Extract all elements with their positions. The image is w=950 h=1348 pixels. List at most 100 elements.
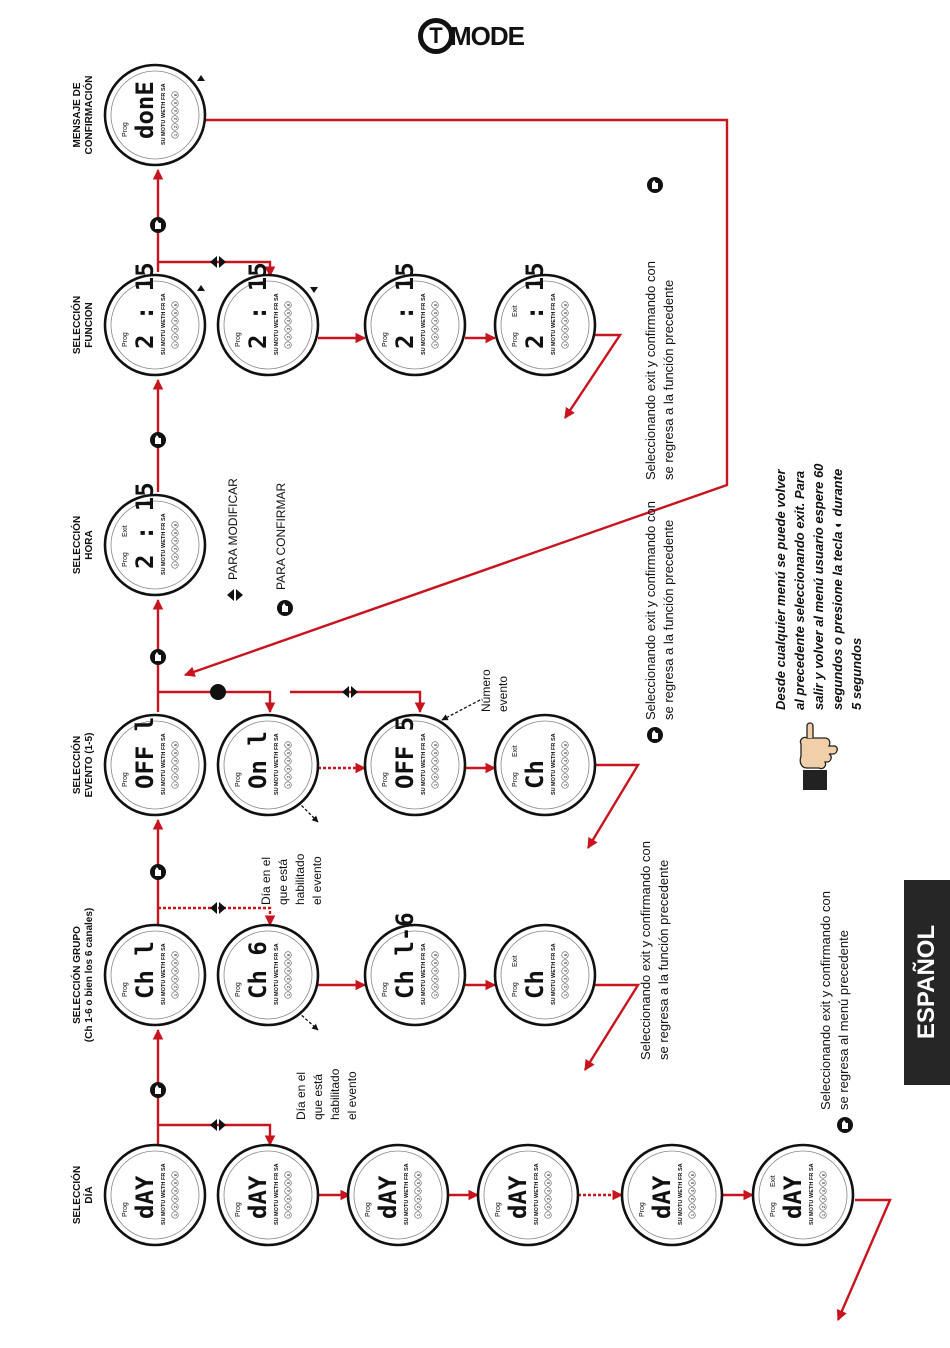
channel-number: 6 xyxy=(173,93,178,96)
channel-number: 5 xyxy=(563,961,568,964)
prog-label: Prog xyxy=(122,332,129,347)
return-arrow-grupo xyxy=(583,983,641,1071)
column-header-line2: CONFIRMACIÓN xyxy=(82,76,95,155)
dia-habilitado-note-2-line: habilitado xyxy=(293,853,307,905)
channel-ring xyxy=(171,749,179,757)
day-label: TH xyxy=(551,752,557,759)
channel-ring xyxy=(431,741,439,749)
prog-label: Prog xyxy=(365,1202,372,1217)
return-arrow-evento xyxy=(586,763,641,849)
exit-funcion-evento-note-line: Seleccionando exit y confirmando con xyxy=(643,501,658,720)
channel-ring xyxy=(171,131,179,139)
arrow-left xyxy=(210,902,217,914)
arrow-left xyxy=(210,1119,217,1131)
prog-label: Prog xyxy=(382,982,389,997)
day-label: FR xyxy=(161,1173,167,1180)
day-label: TH xyxy=(161,962,167,969)
channel-number: 2 xyxy=(173,985,178,988)
channel-number: 5 xyxy=(286,1181,291,1184)
channel-ring xyxy=(171,975,179,983)
display-readout: Ch l-6 xyxy=(391,912,419,999)
pointing-hand-icon xyxy=(799,722,838,790)
channel-number: 4 xyxy=(433,969,438,972)
day-label: MO xyxy=(421,776,427,786)
prog-label: Prog xyxy=(639,1202,646,1217)
display-bezel xyxy=(363,273,467,377)
day-label: SU xyxy=(678,1217,684,1225)
display-bezel xyxy=(216,1143,320,1247)
day-label: SU xyxy=(274,997,280,1005)
day-label: MO xyxy=(404,1206,410,1216)
up-down-arrows-icon xyxy=(227,589,243,601)
display-readout: dAY xyxy=(244,1175,272,1219)
display-readout: On l xyxy=(244,731,272,789)
channel-number: 5 xyxy=(821,1181,826,1184)
display-inner-ring xyxy=(223,1150,313,1240)
column-header-grupo: SELECCIÓN GRUPO(Ch 1-6 o bien los 6 cana… xyxy=(70,908,95,1042)
prog-label: Prog xyxy=(495,1202,502,1217)
display-readout: OFF 5 xyxy=(391,717,419,789)
channel-ring xyxy=(688,1211,696,1219)
channel-number: 1 xyxy=(173,343,178,346)
exit-instructions-line: salir y volver al menú usuario espere 60 xyxy=(811,463,826,710)
channel-number: 3 xyxy=(173,327,178,330)
channel-ring xyxy=(171,991,179,999)
day-label: FR xyxy=(678,1173,684,1180)
day-label: FR xyxy=(161,953,167,960)
day-label: MO xyxy=(809,1206,815,1216)
channel-ring xyxy=(284,991,292,999)
up-down-arrows-icon xyxy=(210,902,226,914)
day-label: FR xyxy=(421,743,427,750)
channel-ring xyxy=(171,115,179,123)
channel-number: 4 xyxy=(173,319,178,322)
channel-number: 1 xyxy=(821,1213,826,1216)
arrow-right xyxy=(219,1119,226,1131)
channel-ring xyxy=(819,1203,827,1211)
channel-number: 6 xyxy=(433,953,438,956)
channel-number: 1 xyxy=(563,993,568,996)
para-modificar-label: PARA MODIFICAR xyxy=(226,478,240,580)
display-inner-ring xyxy=(370,930,460,1020)
channel-ring xyxy=(284,951,292,959)
channel-number: 2 xyxy=(563,335,568,338)
channel-ring xyxy=(561,317,569,325)
day-label: SA xyxy=(161,513,167,521)
day-label: SA xyxy=(404,1163,410,1171)
exit-instructions-line: Desde cualquier menú se puede volver xyxy=(773,468,788,710)
channel-number: 5 xyxy=(416,1181,421,1184)
channel-number: 3 xyxy=(433,767,438,770)
day-label: FR xyxy=(551,743,557,750)
channel-number: 3 xyxy=(286,1197,291,1200)
up-down-arrows-icon xyxy=(197,75,205,81)
display-bezel xyxy=(103,273,207,377)
channel-ring xyxy=(561,765,569,773)
day-label: FR xyxy=(421,953,427,960)
channel-number: 5 xyxy=(690,1181,695,1184)
exit-instructions-line: 5 segundos xyxy=(849,638,864,710)
display-bezel xyxy=(363,923,467,1027)
channel-number: 5 xyxy=(286,751,291,754)
para-confirmar-label: PARA CONFIRMAR xyxy=(274,483,288,590)
prog-label: Prog xyxy=(122,772,129,787)
exit-label: Exit xyxy=(122,525,129,537)
channel-ring xyxy=(431,317,439,325)
dia-habilitado-note-2-line: Día en el xyxy=(259,857,273,905)
